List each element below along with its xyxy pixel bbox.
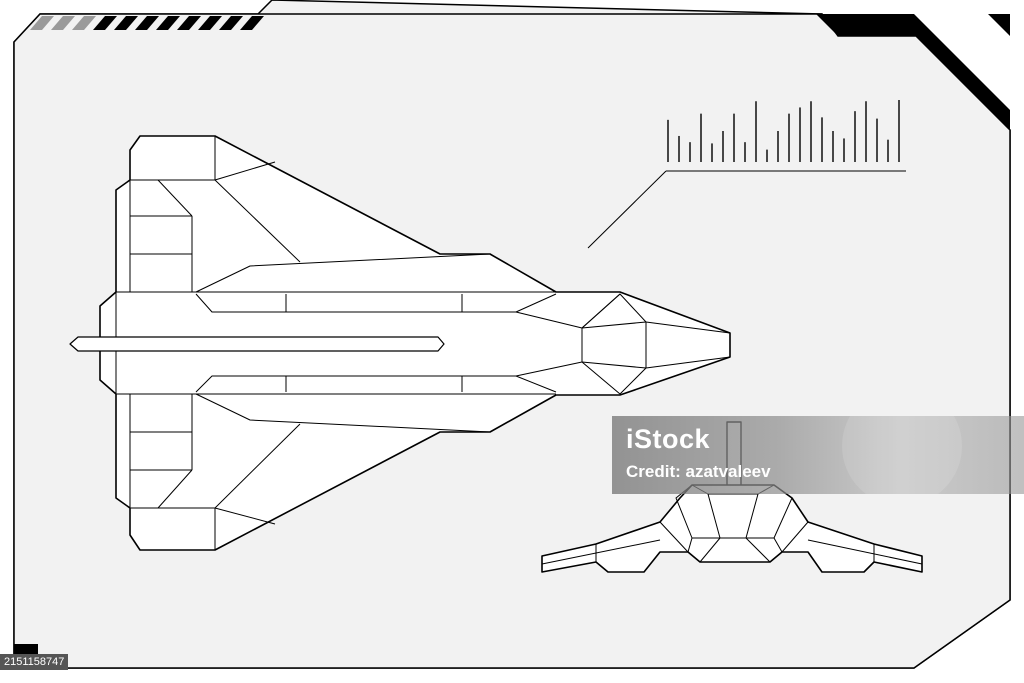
hazard-stripe bbox=[219, 16, 243, 30]
corner-accent-top-right bbox=[816, 14, 1010, 130]
hazard-stripe bbox=[30, 16, 54, 30]
top-view-spine bbox=[69, 336, 445, 352]
aircraft-top-view bbox=[69, 135, 731, 551]
hazard-stripe bbox=[177, 16, 201, 30]
hazard-stripe bbox=[72, 16, 96, 30]
hazard-stripe bbox=[156, 16, 180, 30]
corner-triangle-top-right bbox=[988, 14, 1010, 36]
hud-leader-line bbox=[587, 170, 667, 249]
hazard-stripe bbox=[240, 16, 264, 30]
hazard-stripe bbox=[198, 16, 222, 30]
hazard-stripes bbox=[30, 16, 264, 30]
watermark-overlay: iStock Credit: azatvaleev bbox=[612, 416, 1024, 494]
istock-logo: iStock bbox=[626, 424, 711, 454]
hud-bar-graph bbox=[667, 100, 900, 162]
hazard-stripe bbox=[135, 16, 159, 30]
watermark-credit: Credit: azatvaleev bbox=[626, 462, 771, 481]
hazard-stripe bbox=[93, 16, 117, 30]
stock-id-label: 2151158747 bbox=[0, 654, 69, 670]
hazard-stripe bbox=[114, 16, 138, 30]
hazard-stripe bbox=[51, 16, 75, 30]
